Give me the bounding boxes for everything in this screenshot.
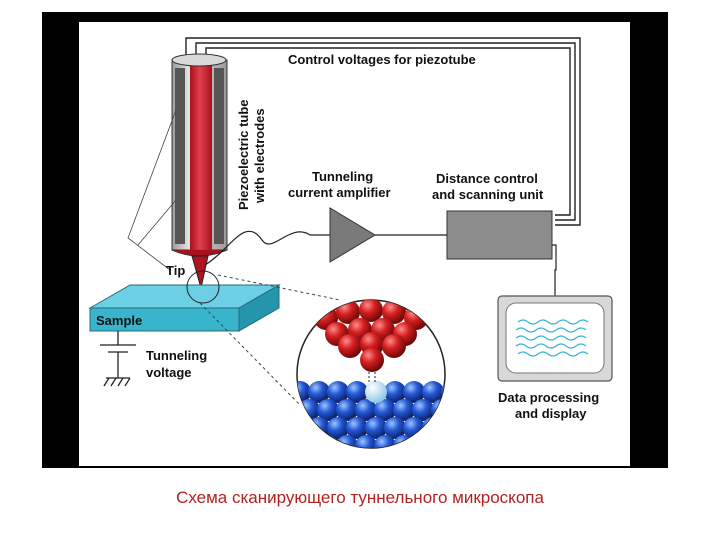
- control-voltages-label: Control voltages for piezotube: [288, 52, 476, 67]
- sample-atom: [374, 399, 396, 421]
- tip-region-marker: [186, 270, 220, 304]
- leader-lines: [127, 109, 177, 271]
- display-label-2: and display: [515, 406, 587, 421]
- control-voltage-wires: [185, 37, 581, 226]
- tip-atom: [338, 334, 362, 358]
- sample-atom: [450, 435, 472, 457]
- amplifier-label-1: Tunneling: [312, 169, 373, 184]
- highlighted-atom: [365, 381, 387, 403]
- sample-atom: [412, 399, 434, 421]
- sample-atom: [450, 399, 472, 421]
- sample-atom: [297, 435, 301, 448]
- tunneling-gap: [368, 372, 376, 382]
- sample-atom: [393, 435, 415, 448]
- sample-atom: [336, 399, 358, 421]
- sample-atom: [355, 435, 377, 448]
- zoom-lines: [199, 274, 341, 406]
- sample-atom: [355, 399, 377, 421]
- sample-atom: [422, 417, 444, 439]
- piezo-tube-label-1: Piezoelectric tube: [236, 99, 251, 210]
- sample-atom: [431, 399, 445, 421]
- piezo-tube-label-2: with electrodes: [252, 108, 267, 204]
- atoms-zoom-icon: [296, 299, 472, 457]
- sample-atom: [393, 399, 415, 421]
- sample-slab: [88, 284, 281, 332]
- display-label-1: Data processing: [498, 390, 599, 405]
- scanning-unit-icon: [446, 210, 557, 303]
- figure-caption: Схема сканирующего туннельного микроскоп…: [176, 488, 544, 507]
- amplifier-icon: [329, 207, 447, 263]
- sample-atom: [374, 435, 396, 448]
- distance-control-label-1: Distance control: [436, 171, 538, 186]
- piezo-tube-icon: [171, 53, 228, 257]
- sample-atom: [384, 417, 406, 439]
- sample-atom: [317, 435, 339, 448]
- sample-atom: [327, 417, 349, 439]
- tunneling-voltage-label-2: voltage: [146, 365, 192, 380]
- tip-label: Tip: [166, 263, 185, 278]
- tunneling-voltage-label-1: Tunneling: [146, 348, 207, 363]
- sample-atom: [297, 417, 311, 439]
- tip-atom: [382, 334, 406, 358]
- tip-atom: [360, 348, 384, 372]
- sample-atom: [298, 435, 320, 448]
- sample-label: Sample: [96, 313, 142, 328]
- tip-atom: [359, 300, 383, 322]
- sample-atom: [297, 381, 311, 403]
- sample-atom: [431, 435, 445, 448]
- tip-icon: [191, 255, 209, 289]
- sample-atom: [346, 417, 368, 439]
- sample-atom: [422, 381, 444, 403]
- sample-atom: [327, 381, 349, 403]
- sample-atom: [441, 417, 445, 439]
- sample-atom: [384, 381, 406, 403]
- amplifier-label-2: current amplifier: [288, 185, 391, 200]
- sample-atom: [365, 417, 387, 439]
- tip-atom: [382, 300, 406, 324]
- distance-control-label-2: and scanning unit: [432, 187, 544, 202]
- tip-atom: [336, 300, 360, 324]
- monitor-icon: [497, 295, 613, 382]
- sample-atom: [308, 381, 330, 403]
- sample-atom: [412, 435, 434, 448]
- sample-atom: [346, 381, 368, 403]
- sample-atom: [308, 417, 330, 439]
- sample-atom: [403, 381, 425, 403]
- sample-atom: [336, 435, 358, 448]
- ground-icon: [100, 331, 136, 387]
- sample-atom: [317, 399, 339, 421]
- tip-wire: [204, 230, 330, 266]
